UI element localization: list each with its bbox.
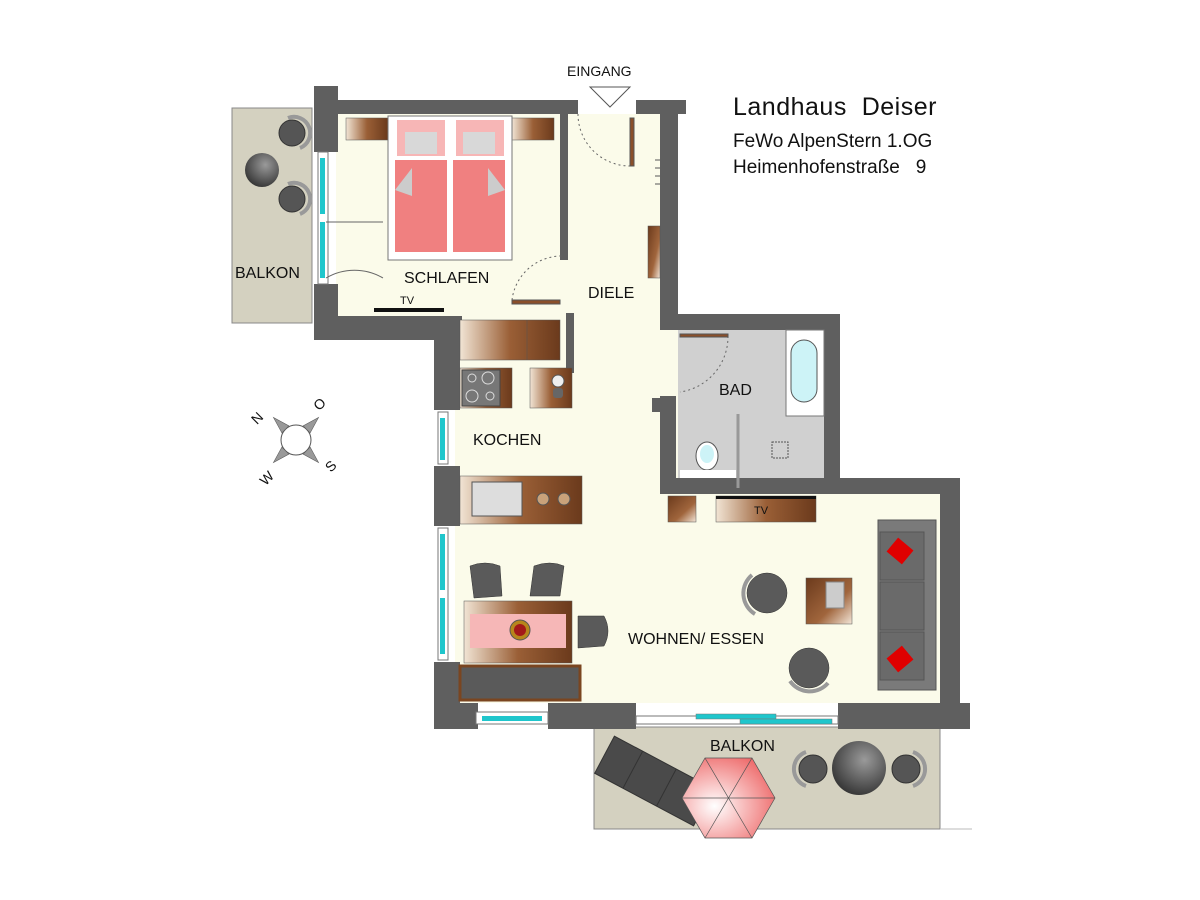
apartment-name: FeWo AlpenStern 1.OG xyxy=(733,131,933,152)
walls xyxy=(314,86,970,729)
compass xyxy=(272,416,320,464)
tv-bedroom-label: TV xyxy=(400,295,415,307)
room-label-bathroom: BAD xyxy=(719,382,752,399)
room-label-balcony-west: BALKON xyxy=(235,265,300,282)
room-label-living: WOHNEN/ ESSEN xyxy=(628,631,765,648)
tv-bedroom xyxy=(374,308,444,312)
room-label-balcony-south: BALKON xyxy=(710,738,775,755)
tv-living xyxy=(715,495,817,523)
bathtub xyxy=(790,339,818,403)
doors xyxy=(325,113,729,393)
hall-wardrobe xyxy=(647,225,661,279)
address: Heimenhofenstraße 9 xyxy=(733,157,927,178)
dining-chairs xyxy=(469,562,609,649)
windows xyxy=(317,151,839,725)
room-label-kitchen: KOCHEN xyxy=(473,432,542,449)
nightstand-right xyxy=(511,117,555,141)
sink xyxy=(471,481,523,517)
nightstand-left xyxy=(345,117,389,141)
bed xyxy=(387,115,513,261)
sofa xyxy=(877,519,937,691)
entrance-label: EINGANG xyxy=(567,63,632,79)
property-title: Landhaus Deiser xyxy=(733,93,937,121)
entrance-arrow xyxy=(588,86,632,108)
coat-hooks xyxy=(655,159,660,185)
tv-living-label: TV xyxy=(754,505,769,517)
room-label-hall: DIELE xyxy=(588,285,635,302)
floor xyxy=(336,114,940,703)
bench xyxy=(458,664,582,702)
room-label-bedroom: SCHLAFEN xyxy=(404,270,490,287)
